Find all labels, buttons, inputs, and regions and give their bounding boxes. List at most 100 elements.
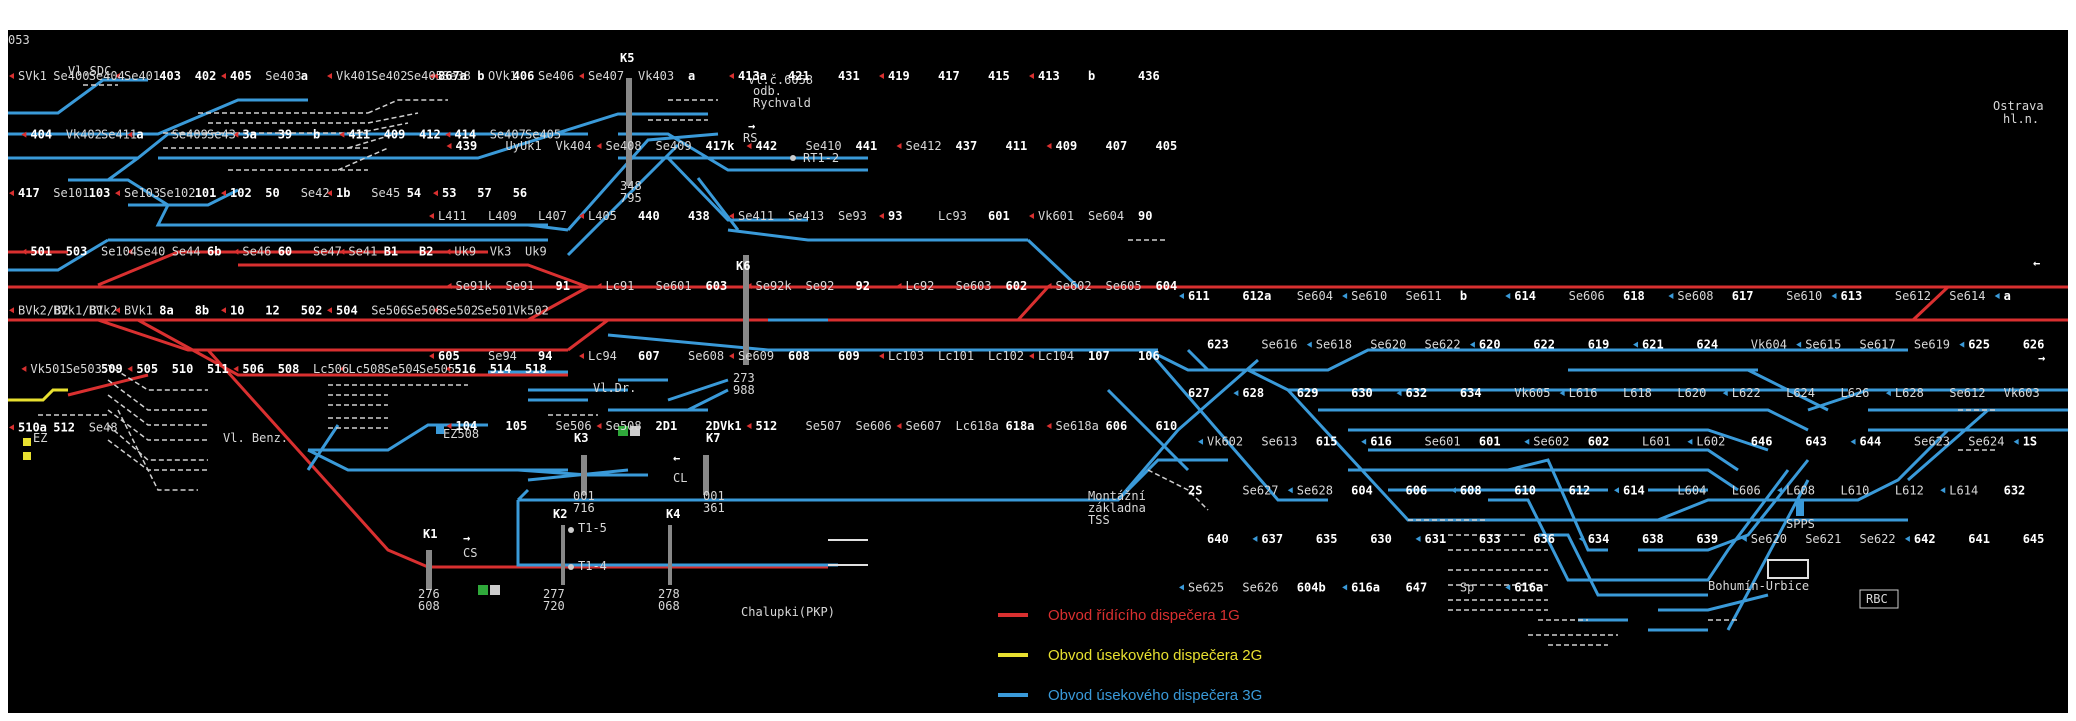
signal-label: Se504 [384,362,420,376]
signal-label: 630 [1370,532,1392,546]
signal-head-icon [1959,341,1965,348]
signal-head-icon [433,73,438,79]
label-rychvald: Rychvald [753,96,811,110]
signal-label: Vk403 [638,69,674,83]
signal-head-icon [127,131,133,138]
signal-head-icon [1198,438,1204,445]
signal-head-icon [21,248,27,255]
label-odb: odb. [753,84,782,98]
signal-label: 104 [456,419,478,433]
signal-label: Se103 [124,186,160,200]
signal-label: a [136,128,143,142]
signal-label: BVk1/B1 [53,303,104,317]
signal-label: 514 [490,362,512,376]
signal-label: a [301,69,308,83]
signal-label: 605 [438,349,460,363]
label-montazni: Montážní [1088,489,1146,503]
signal-label: L606 [1732,483,1761,497]
signal-label: Lc618a [956,419,999,433]
signal-label: Se628 [1297,483,1333,497]
signal-label: 616a [1351,580,1380,594]
signal-head-icon [429,213,434,219]
signal-label: Se608 [1677,289,1713,303]
signal-head-icon [896,283,902,289]
signal-head-icon [233,365,239,372]
label-cs: CS [463,546,477,560]
signal-head-icon [1046,143,1052,149]
signal-head-icon [9,307,14,314]
legend-1g: Obvod řídícího dispečera 1G [1048,607,1240,624]
signal-label: Se622 [1860,532,1896,546]
km-k3-a: 001 [573,489,595,503]
signal-label: 8a [159,303,173,317]
signal-head-icon [233,248,239,255]
signal-head-icon [1233,390,1239,397]
signal-label: B2 [419,245,433,259]
signal-head-icon [729,353,734,359]
signal-label: 53 [442,186,456,200]
signal-label: Uk9 [454,245,476,259]
signal-label: 106 [1138,349,1160,363]
signal-label: 611 [1188,289,1210,303]
signal-label: L610 [1841,483,1870,497]
signal-label: 601 [988,209,1010,223]
signal-label: 107 [1088,349,1110,363]
signal-label: 634 [1588,532,1610,546]
signal-label: 604 [1156,279,1178,293]
signal-head-icon [221,190,226,197]
signal-label: 417k [706,139,736,153]
signal-label: 612a [1242,289,1271,303]
signal-label: 415 [988,69,1010,83]
signal-label: Se606 [1569,289,1605,303]
signal-label: 102 [230,186,252,200]
signal-label: L614 [1949,483,1978,497]
signal-label: 440 [638,209,660,223]
signal-head-icon [115,73,120,79]
signal-label: Se506 [556,419,592,433]
signal-label: Vk3 [490,245,512,259]
signal-label: Se602 [1533,435,1569,449]
signal-label: 638 [1642,532,1664,546]
signal-label: L620 [1677,386,1706,400]
label-bohumin-urbice: Bohumín-Urbice [1708,579,1809,593]
signal-label: 403 [159,69,181,83]
signal-label: Se46 [242,245,271,259]
signal-label: 641 [1968,532,1990,546]
signal-head-icon [1029,213,1034,219]
signal-label: 405 [230,69,252,83]
signal-label: Sp [1460,580,1474,594]
signal-label: 503 [66,245,88,259]
signal-label: L626 [1841,386,1870,400]
signal-label: Se406 [538,69,574,83]
km-k1-b: 608 [418,599,440,613]
label-cl: CL [673,471,687,485]
signal-label: Lc102 [988,349,1024,363]
signal-label: BVk1 [124,303,153,317]
signal-label: Vk502 [513,303,549,317]
signal-head-icon [1396,390,1402,397]
km-k2-b: 720 [543,599,565,613]
signal-label: 644 [1860,435,1882,449]
signal-label: Se607 [906,419,942,433]
signal-head-icon [1524,438,1530,445]
signal-label: Se625 [1188,580,1224,594]
signal-label: Uk9 [525,245,547,259]
signal-label: 624 [1696,338,1718,352]
signal-head-icon [879,73,884,79]
signal-label: 2S [1188,483,1202,497]
svg-text:←: ← [2033,256,2040,270]
tracks-2g [8,388,68,402]
signal-head-icon [1505,584,1511,591]
signal-head-icon [446,143,452,149]
signal-label: 612 [1569,483,1591,497]
signal-label: 414 [454,128,476,142]
svg-text:→: → [2038,351,2045,365]
signal-label: Vk605 [1514,386,1550,400]
corner-label: 053 [8,33,30,47]
signal-label: L608 [1786,483,1815,497]
track-diagram-screen: 053 Ostrava hl.n. K5 K6 K3 K7 K2 K4 K1 3… [8,30,2068,713]
signal-head-icon [446,283,452,289]
signal-label: 405 [1156,139,1178,153]
km-k2: K2 [553,507,567,521]
